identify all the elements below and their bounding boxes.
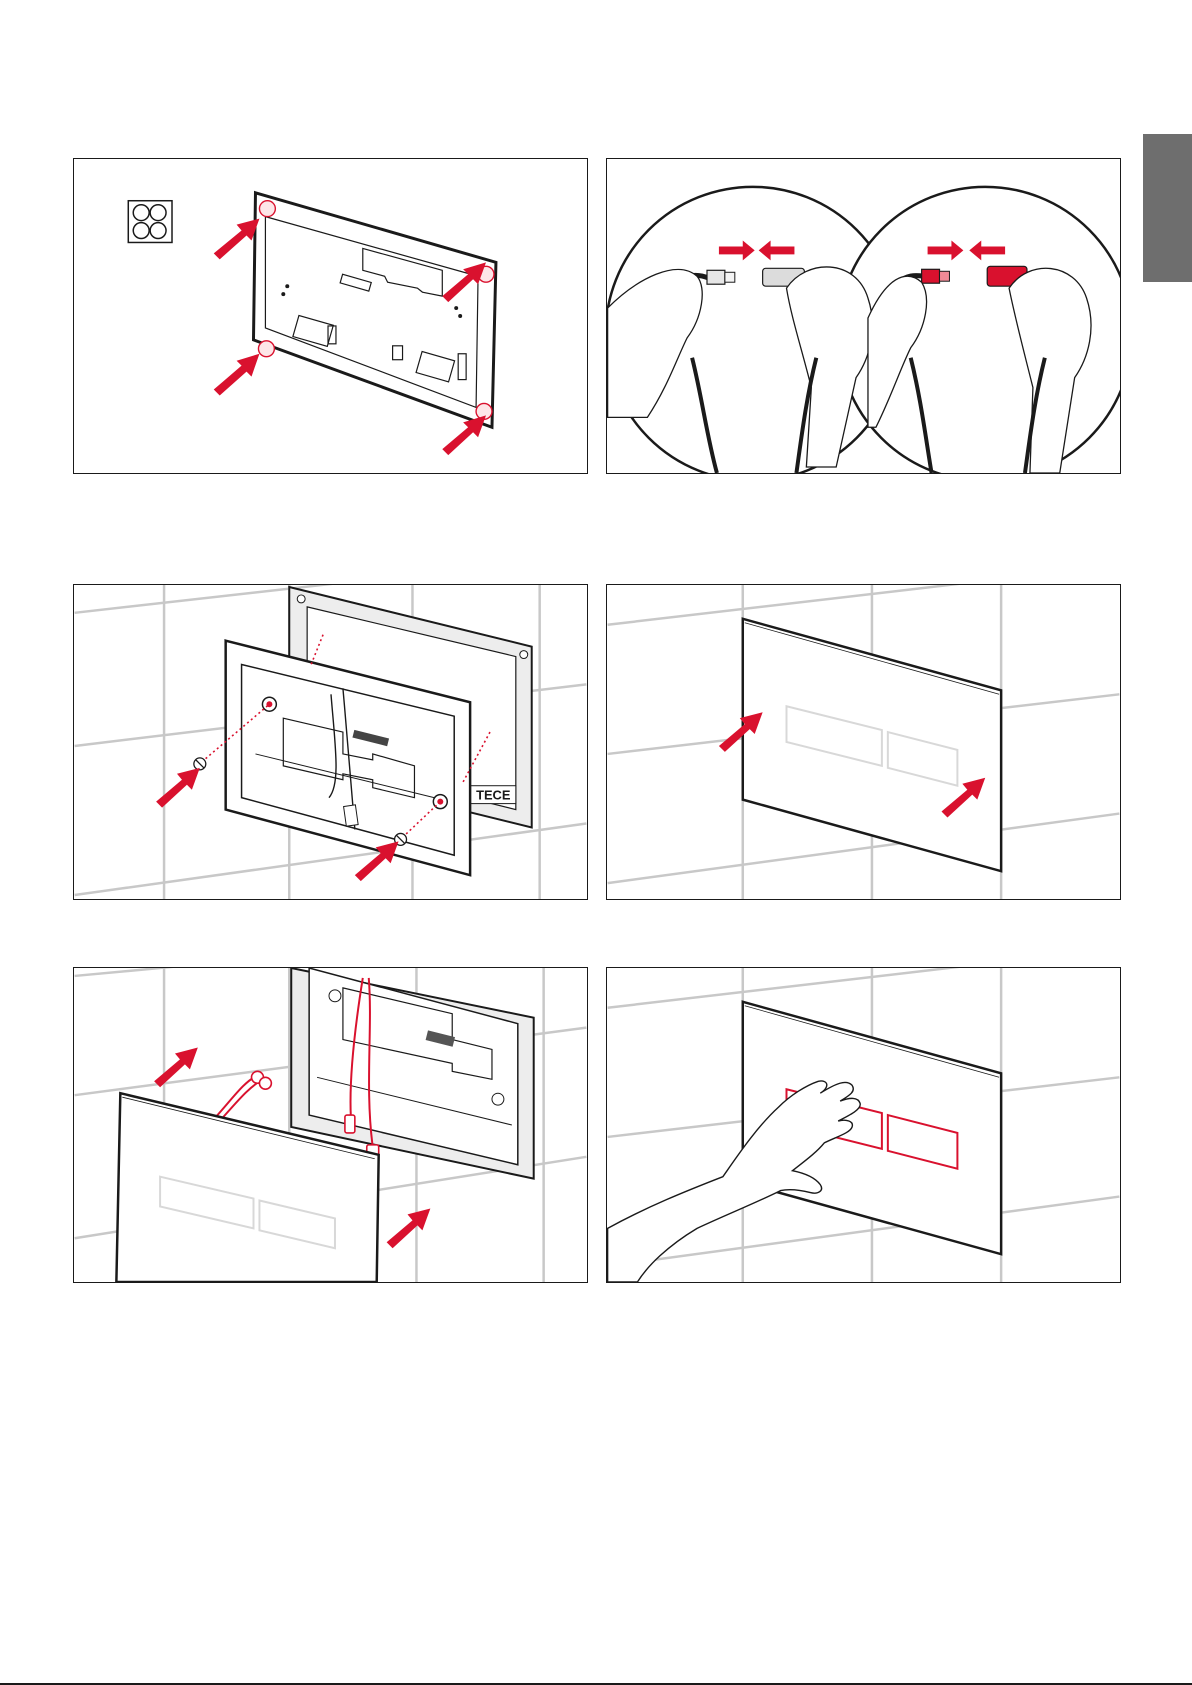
section-tab — [1143, 134, 1192, 282]
step-panel-test-buttons — [606, 967, 1121, 1283]
screw-frame-illustration: TECE — [74, 585, 587, 899]
tece-logo: TECE — [476, 788, 511, 803]
step-panel-press-panel — [606, 584, 1121, 900]
test-buttons-illustration — [607, 968, 1120, 1282]
step-panel-attach-panel-cables — [73, 967, 588, 1283]
step-panel-mount-frame-pads — [73, 158, 588, 474]
connect-cables-illustration — [607, 159, 1120, 473]
step-panel-screw-frame: TECE — [73, 584, 588, 900]
adhesive-pads-icon — [128, 201, 172, 243]
mount-frame-illustration — [74, 159, 587, 473]
frame-plate — [253, 193, 495, 428]
press-panel-illustration — [607, 585, 1120, 899]
attach-panel-illustration — [74, 968, 587, 1282]
step-panel-connect-cables — [606, 158, 1121, 474]
glass-panel — [743, 619, 1001, 871]
